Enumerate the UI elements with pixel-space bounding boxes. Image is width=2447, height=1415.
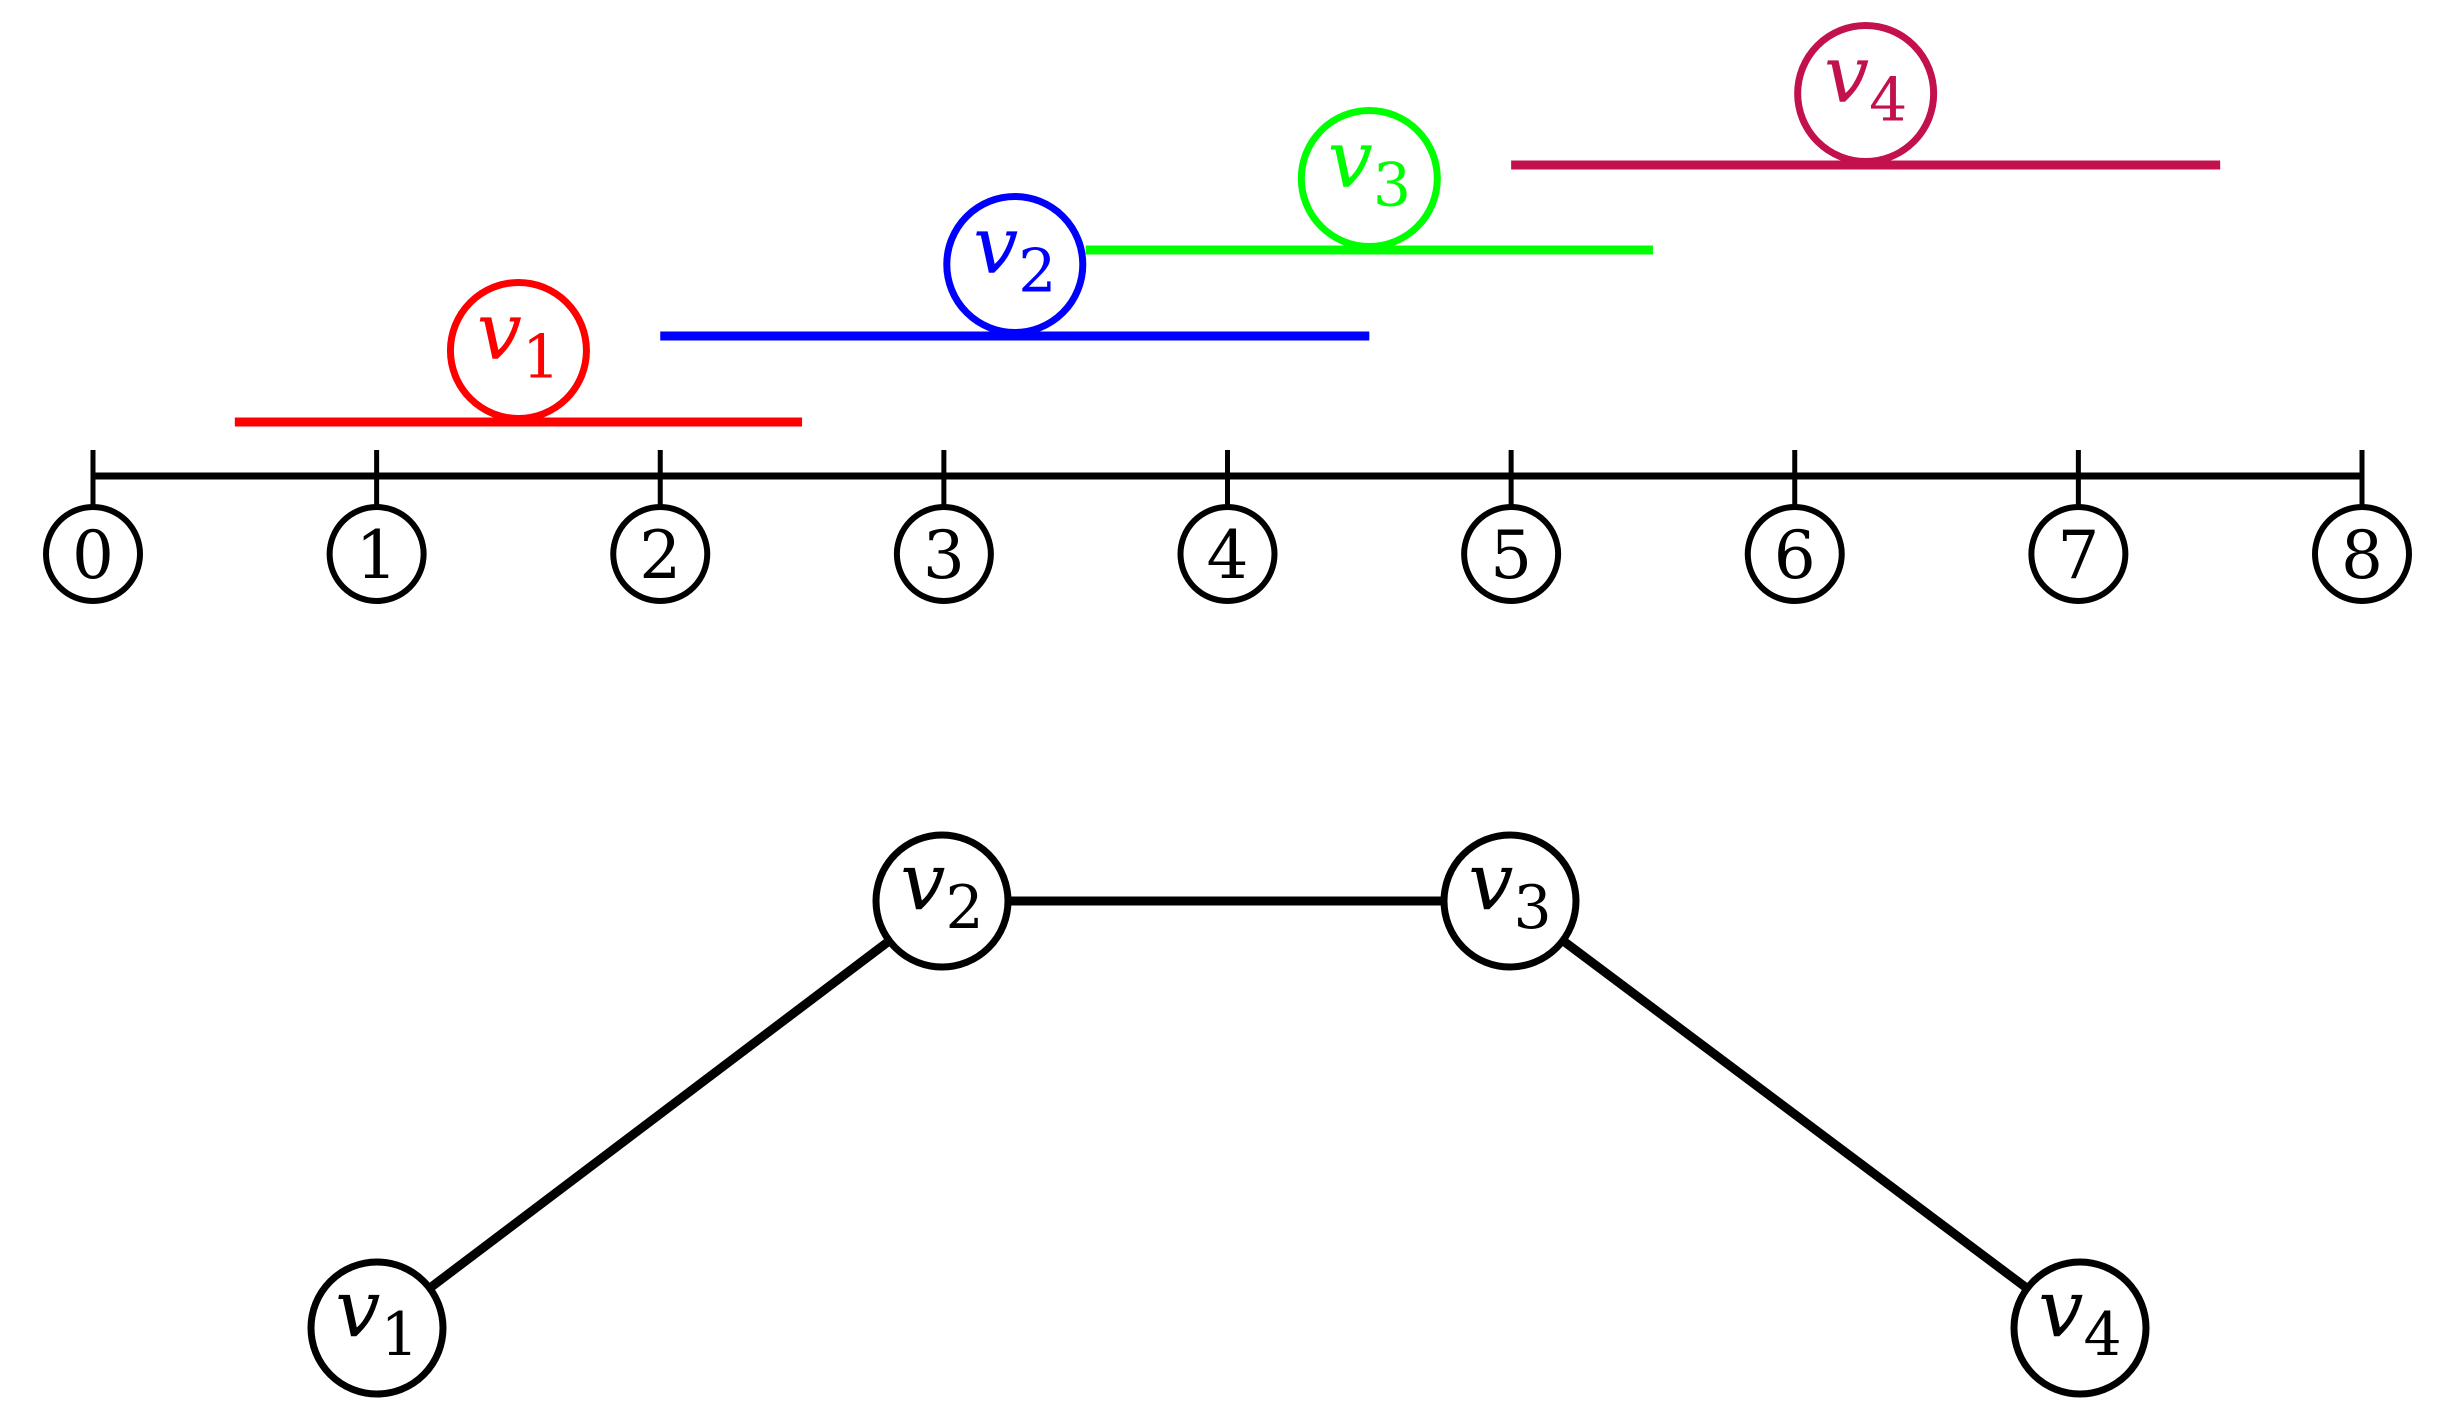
- interval-circle-v2: [943, 193, 1087, 336]
- tick-label-6: 6: [1774, 517, 1816, 594]
- interval-label-v4: v4: [1824, 28, 1907, 136]
- tick-circle-1: [326, 504, 427, 604]
- graph-node-v3: [1440, 831, 1580, 971]
- tick-circle-8: [2312, 504, 2412, 604]
- graph-node-label-v3: v3: [1468, 835, 1551, 943]
- tick-circle-3: [893, 504, 994, 604]
- graph-node-v4: [2010, 1258, 2150, 1398]
- tick-label-2: 2: [639, 517, 681, 594]
- tick-circle-6: [1744, 504, 1845, 604]
- tick-circle-2: [610, 504, 711, 604]
- tick-circle-4: [1177, 504, 1278, 604]
- graph-node-v2: [872, 831, 1012, 971]
- graph-node-label-v1: v1: [335, 1262, 418, 1370]
- tick-label-1: 1: [356, 517, 398, 594]
- number-line-layer: 0 1 2 3 4 5 6 7 8: [43, 450, 2412, 604]
- tick-label-5: 5: [1490, 517, 1532, 594]
- tick-label-3: 3: [923, 517, 965, 594]
- graph-node-label-v2: v2: [900, 835, 983, 943]
- tick-label-0: 0: [72, 517, 114, 594]
- graph-node-v1: [307, 1258, 447, 1398]
- tick-circle-0: [43, 504, 143, 604]
- graph-node-label-v4: v4: [2038, 1262, 2121, 1370]
- interval-circle-v4: [1794, 22, 1938, 165]
- tick-label-8: 8: [2341, 517, 2383, 594]
- graph-edge-v1-v2: [374, 897, 945, 1332]
- tick-label-7: 7: [2057, 517, 2099, 594]
- interval-label-v1: v1: [477, 285, 560, 393]
- interval-label-v2: v2: [973, 199, 1056, 307]
- interval-circle-v3: [1297, 107, 1441, 250]
- interval-representation-layer: v1 v2 v3 v4: [234, 22, 2221, 427]
- graph-edge-v3-v4: [1507, 897, 2083, 1332]
- tick-circle-5: [1461, 504, 1562, 604]
- tick-circle-7: [2028, 504, 2129, 604]
- tick-label-4: 4: [1207, 517, 1249, 594]
- interval-circle-v1: [446, 279, 590, 422]
- graph-layer: v1 v2 v3 v4: [307, 831, 2150, 1398]
- interval-label-v3: v3: [1328, 113, 1411, 221]
